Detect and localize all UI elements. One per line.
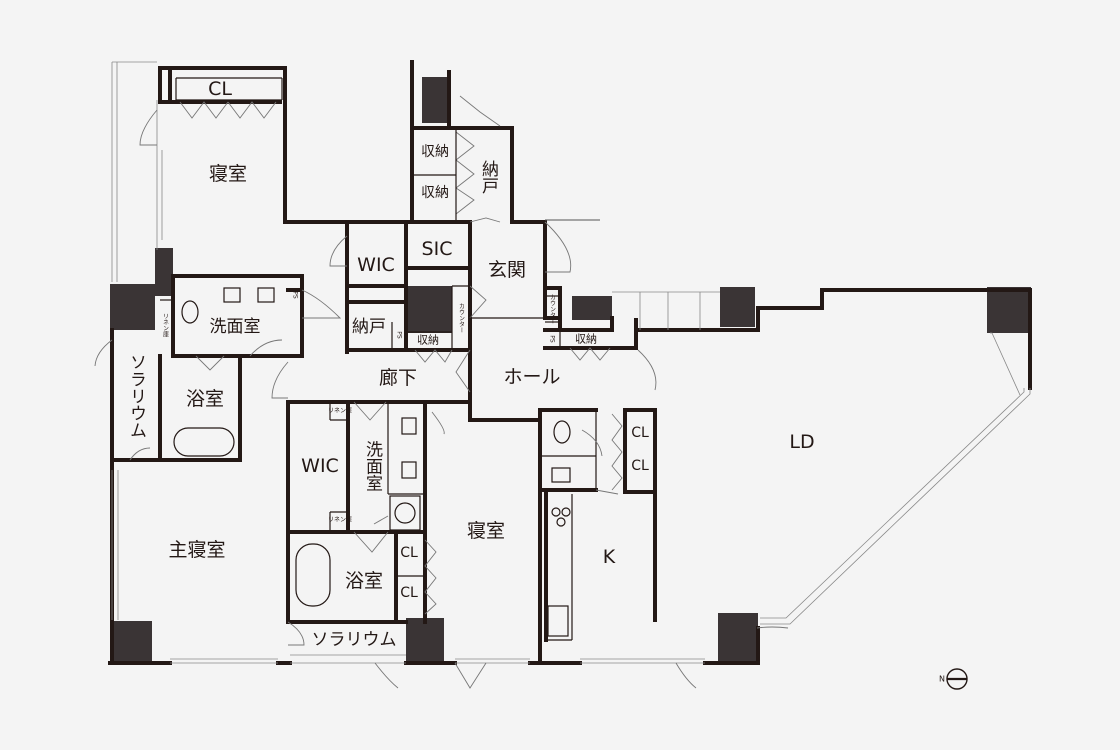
room-label-solarium-1: ソラリウム — [126, 354, 146, 439]
room-label-yokushitsu-2: 浴室 — [345, 570, 383, 592]
room-label-hall: ホール — [503, 366, 560, 388]
room-label-linen-3: リネン庫 — [328, 516, 352, 524]
room-labels: CL 寝室 収納 収納 納戸 WIC SIC 玄関 PS リネン庫 洗面室 納戸… — [126, 78, 815, 650]
room-label-nando-mid: 納戸 — [352, 317, 386, 337]
room-label-kitchen: K — [603, 546, 616, 568]
room-label-ps-3: PS — [549, 335, 556, 343]
room-label-senmen-2: 洗面室 — [362, 440, 383, 491]
room-label-yokushitsu-1: 浴室 — [186, 388, 224, 410]
walls — [108, 60, 1032, 665]
room-label-genkan: 玄関 — [488, 259, 526, 281]
room-label-storage-3: 収納 — [417, 334, 439, 347]
room-label-counter-1: カウンター — [458, 303, 465, 333]
room-label-cl-4: CL — [400, 585, 418, 601]
room-label-bedroom-south: 寝室 — [467, 520, 505, 542]
room-label-storage-1: 収納 — [421, 144, 449, 160]
compass-north-letter: N — [939, 675, 945, 684]
room-label-cl-2: CL — [631, 458, 649, 474]
room-label-linen-2: リネン庫 — [328, 407, 352, 415]
room-label-sic: SIC — [422, 238, 453, 260]
room-label-nando-top: 納戸 — [478, 160, 499, 194]
room-label-storage-4: 収納 — [575, 333, 597, 346]
room-label-storage-2: 収納 — [421, 185, 449, 201]
room-label-wic-2: WIC — [301, 455, 339, 477]
room-label-ps-1: PS — [292, 291, 299, 299]
room-label-master-bedroom: 主寝室 — [168, 539, 225, 561]
room-label-cl-top: CL — [208, 78, 232, 100]
room-label-bedroom-north: 寝室 — [209, 163, 247, 185]
north-compass-icon: N — [939, 668, 968, 690]
room-label-solarium-2: ソラリウム — [312, 630, 397, 650]
thin-lines — [94, 61, 1031, 689]
structural-columns — [110, 77, 1031, 663]
room-label-counter-2: カウンター — [549, 294, 556, 324]
room-label-cl-1: CL — [631, 425, 649, 441]
room-label-wic-1: WIC — [357, 254, 395, 276]
room-label-cl-3: CL — [400, 545, 418, 561]
room-label-ps-2: PS — [396, 331, 403, 339]
room-label-rouka: 廊下 — [379, 367, 417, 389]
room-label-ld: LD — [789, 431, 814, 453]
room-label-linen-1: リネン庫 — [162, 313, 169, 338]
room-label-senmen-1: 洗面室 — [210, 317, 261, 337]
